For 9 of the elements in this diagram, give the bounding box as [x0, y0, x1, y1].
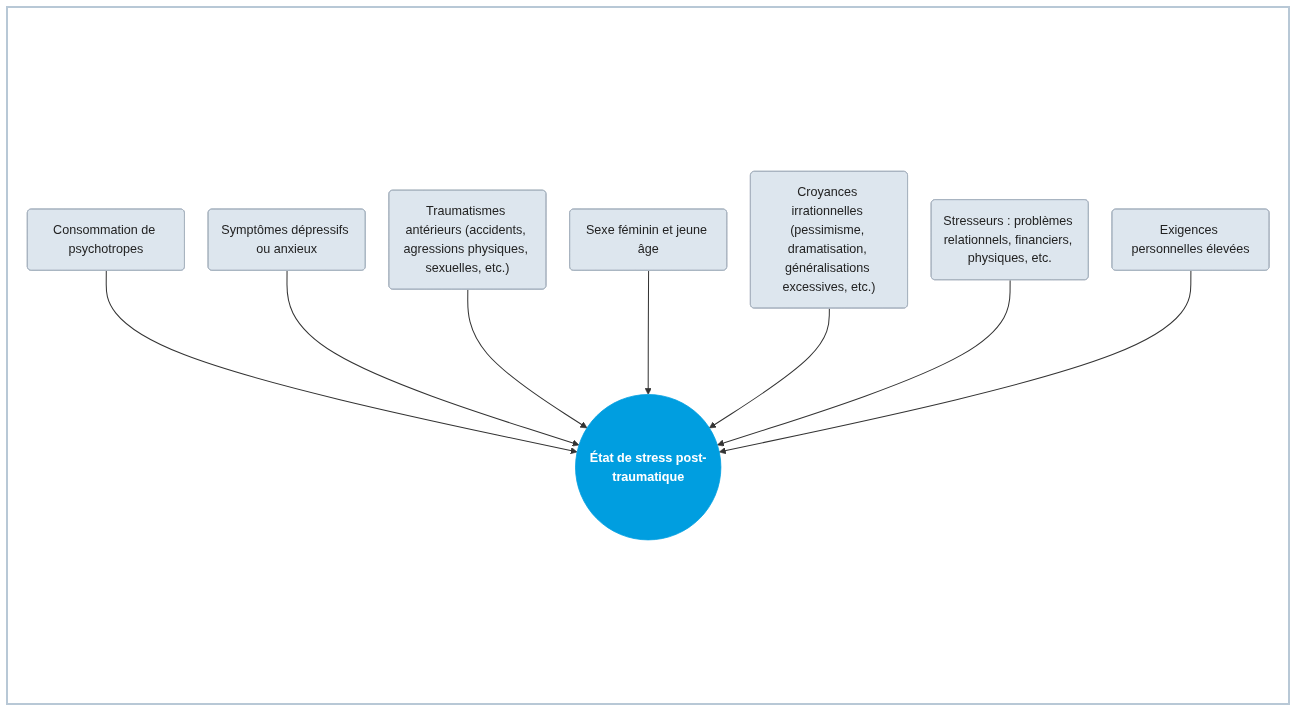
node-circle	[574, 394, 722, 541]
arrow	[467, 288, 588, 429]
arrow	[708, 307, 830, 429]
arrow	[716, 279, 1011, 447]
arrow	[644, 270, 652, 395]
arrow	[105, 270, 578, 454]
arrow	[718, 270, 1192, 454]
diagram: Consommation de psychotropes Symptômes dépressifs ou anxieux Traumatismes antérieurs (accidents, agressions physiques, sexuelles, etc.) Sexe féminin et jeune âge Croyances irrationnelles (pessimisme, dramatisation, généralisations excessives, etc.) Stresseurs : problèmes relationnels, financiers, physiques, etc. État de stress post-traumatique Exigences personnelles élevées	[20, 164, 1276, 547]
arrow	[286, 270, 580, 447]
